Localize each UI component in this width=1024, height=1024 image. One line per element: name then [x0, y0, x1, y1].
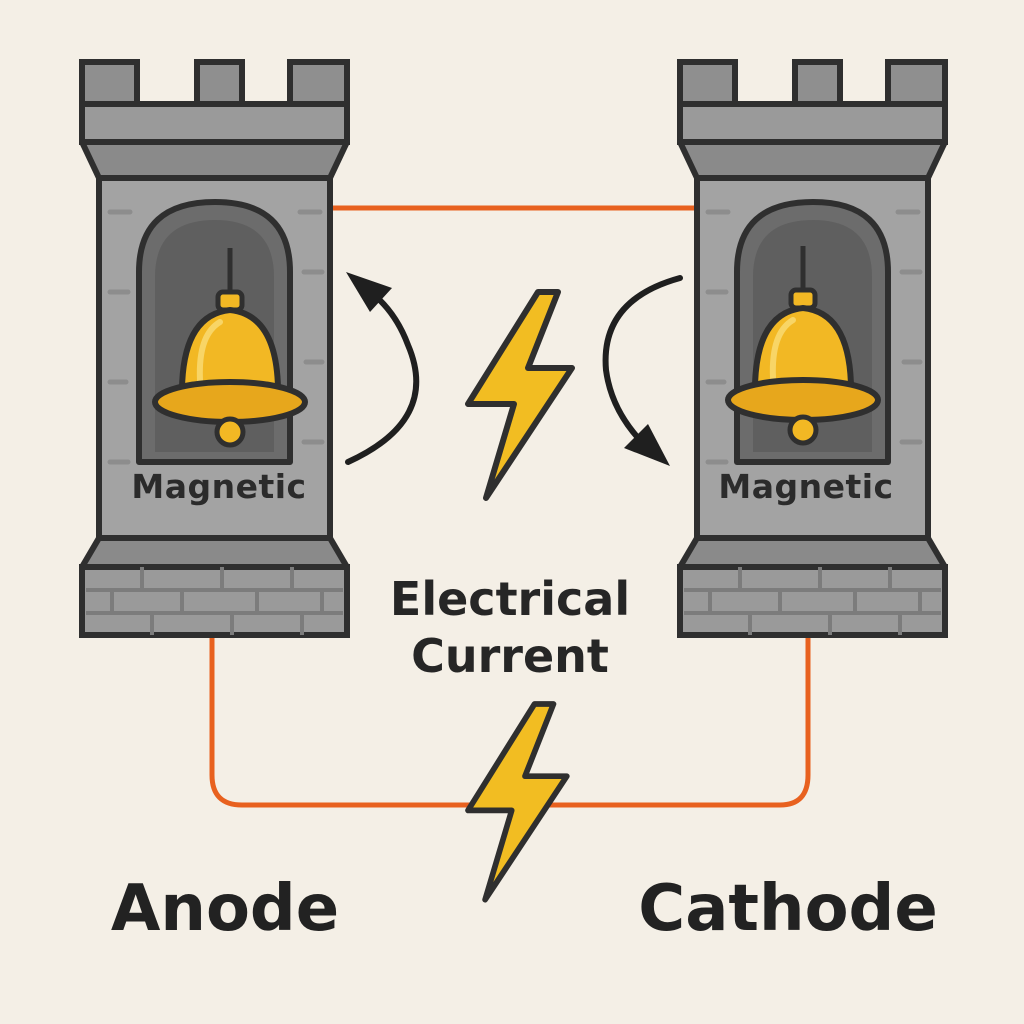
cathode-label: Cathode — [638, 872, 938, 946]
current-label-line1: Electrical — [390, 572, 630, 626]
left-tower-label: Magnetic — [131, 467, 306, 506]
center-lightning-bolt-icon — [468, 292, 572, 498]
left-curved-arrow-icon — [345, 272, 420, 465]
right-curved-arrow-icon — [602, 275, 683, 466]
right-tower-label: Magnetic — [718, 467, 893, 506]
bottom-lightning-bolt-icon — [468, 704, 567, 900]
anode-label: Anode — [111, 872, 339, 946]
current-label-line2: Current — [411, 629, 609, 683]
